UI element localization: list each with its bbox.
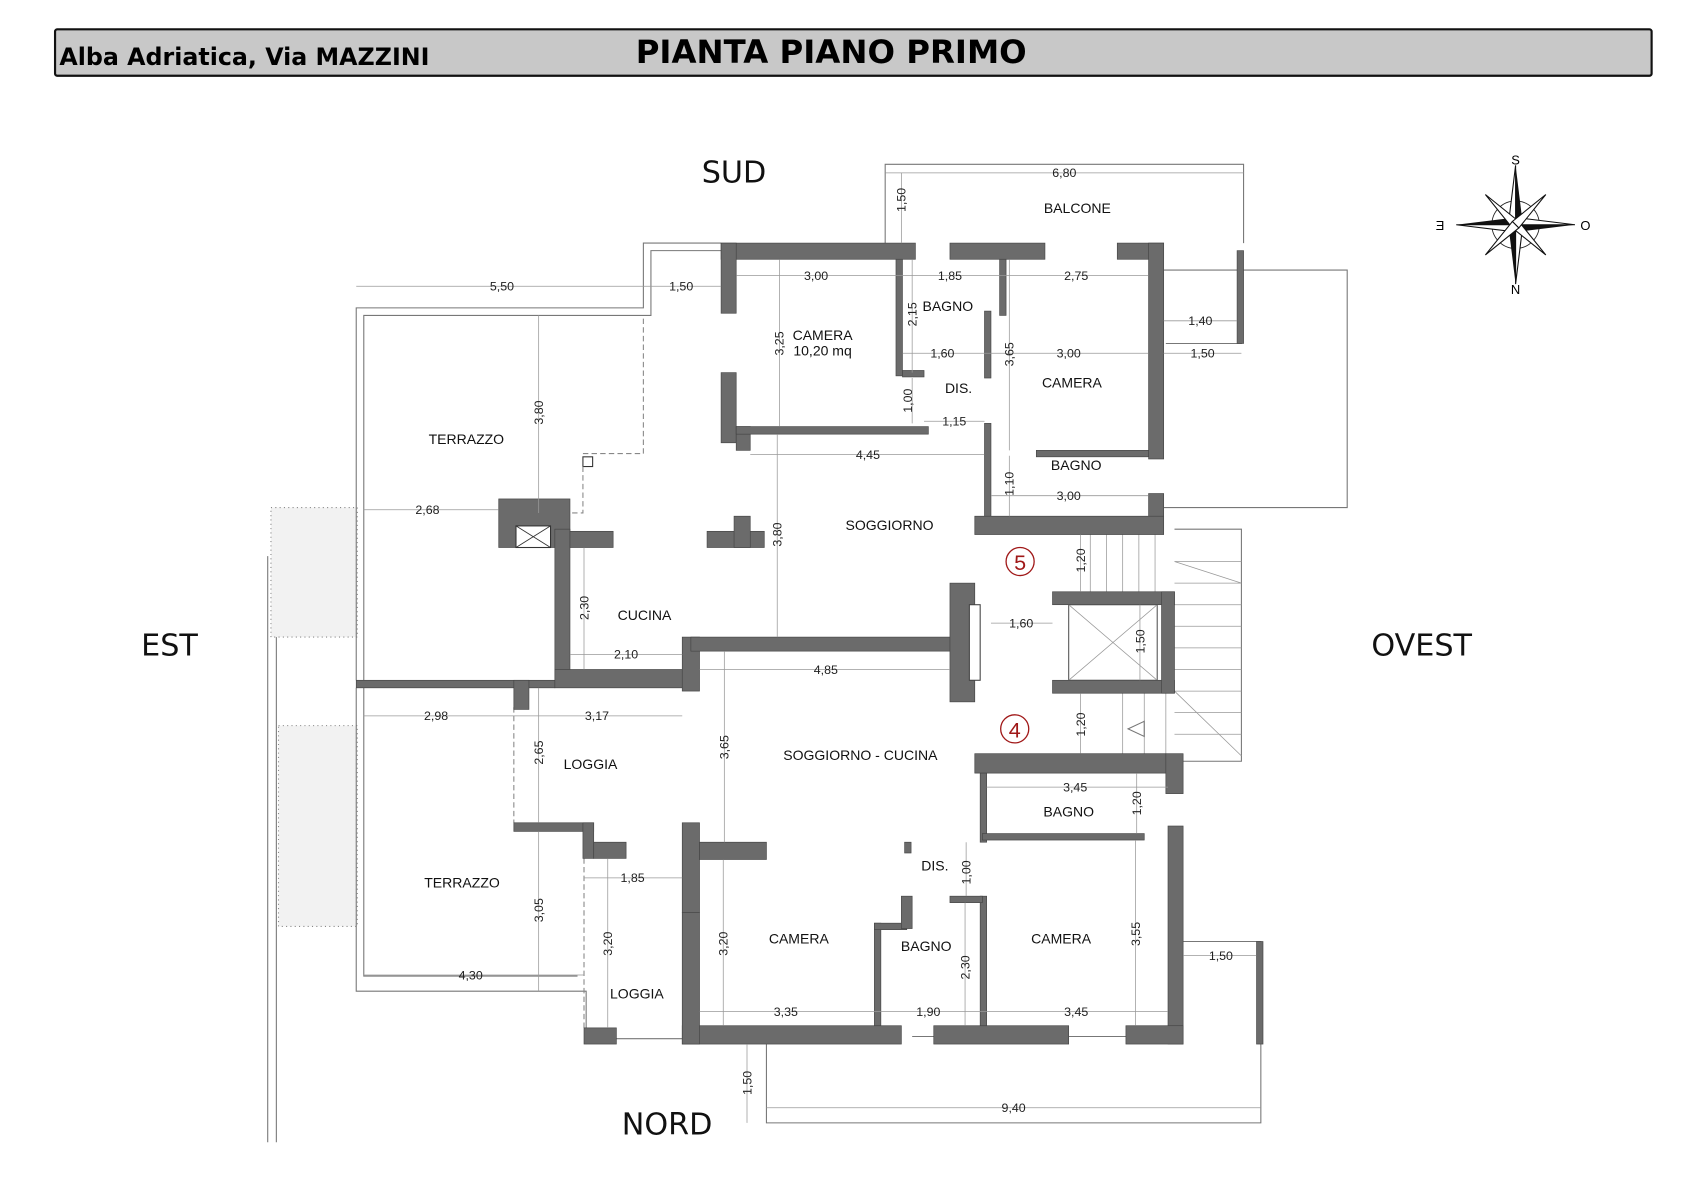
- dim-label: 1,50: [740, 1071, 754, 1095]
- dim-label: 3,20: [717, 932, 731, 956]
- page-title: PIANTA PIANO PRIMO: [636, 33, 1027, 71]
- room-labels: BALCONE CAMERA 10,20 mq BAGNO DIS. CAMER…: [424, 200, 1111, 1002]
- room-balcone: BALCONE: [1044, 200, 1111, 216]
- dim-label: 5,50: [490, 280, 514, 294]
- dim-label: 3,80: [532, 400, 546, 424]
- dim-label: 1,50: [1190, 347, 1214, 361]
- room-loggia-2: LOGGIA: [610, 986, 664, 1002]
- dim-label: 1,00: [901, 389, 915, 413]
- dim-label: 3,00: [1057, 347, 1081, 361]
- room-soggiorno: SOGGIORNO: [845, 517, 933, 533]
- dim-label: 4,85: [814, 663, 838, 677]
- room-camera-2: CAMERA: [1042, 375, 1103, 391]
- orientation-north: NORD: [622, 1108, 713, 1143]
- dim-label: 3,65: [718, 735, 732, 759]
- dim-label: 6,80: [1052, 166, 1076, 180]
- dim-label: 2,30: [577, 596, 591, 620]
- orientation-west: OVEST: [1371, 628, 1472, 663]
- dim-label: 1,50: [1133, 629, 1147, 653]
- dim-label: 2,30: [958, 955, 972, 979]
- dim-label: 1,20: [1074, 548, 1088, 572]
- dim-label: 1,20: [1074, 712, 1088, 736]
- compass-s: S: [1511, 152, 1520, 167]
- room-terrazzo-2: TERRAZZO: [424, 875, 500, 891]
- dim-label: 9,40: [1002, 1101, 1026, 1115]
- room-dis-2: DIS.: [921, 857, 948, 873]
- dim-label: 3,45: [1063, 780, 1087, 794]
- room-bagno-2: BAGNO: [1051, 457, 1102, 473]
- stair-marker-5: 5: [1014, 550, 1026, 575]
- dim-label: 1,20: [1130, 791, 1144, 815]
- dim-label: 3,25: [773, 331, 787, 355]
- dimension-labels-horizontal: 6,80 5,50 1,50 3,00 1,85 2,75 1,40 1,60 …: [415, 166, 1233, 1115]
- outlines: [267, 163, 1348, 1143]
- dim-label: 1,00: [959, 860, 973, 884]
- dim-label: 2,65: [532, 740, 546, 764]
- room-camera-1-area: 10,20 mq: [793, 342, 851, 358]
- room-cucina: CUCINA: [618, 607, 672, 623]
- room-bagno-4: BAGNO: [901, 938, 952, 954]
- dim-label: 3,45: [1064, 1005, 1088, 1019]
- staircase: 5 4: [1000, 528, 1242, 762]
- room-bagno-3: BAGNO: [1043, 803, 1094, 819]
- location-label: Alba Adriatica, Via MAZZINI: [59, 43, 429, 71]
- dim-label: 1,10: [1003, 472, 1017, 496]
- dim-label: 1,60: [1009, 616, 1033, 630]
- compass-e: E: [1435, 218, 1444, 233]
- dimension-labels-vertical: 1,50 2,15 3,25 3,65 1,00 3,80 1,10 3,80 …: [532, 188, 1147, 1095]
- room-soggiorno-cucina: SOGGIORNO - CUCINA: [783, 747, 938, 763]
- title-bar: Alba Adriatica, Via MAZZINI PIANTA PIANO…: [53, 28, 1653, 77]
- dim-label: 1,50: [669, 280, 693, 294]
- room-dis-1: DIS.: [945, 380, 972, 396]
- dim-label: 3,05: [532, 898, 546, 922]
- orientation-south: SUD: [702, 156, 767, 191]
- dimension-lines: [356, 172, 1261, 1123]
- compass-rose-icon: S O N E: [1435, 152, 1590, 297]
- compass-n: N: [1511, 282, 1520, 297]
- stair-marker-4: 4: [1009, 717, 1021, 742]
- dim-label: 2,98: [424, 709, 448, 723]
- room-terrazzo-1: TERRAZZO: [429, 431, 505, 447]
- dim-label: 3,00: [804, 269, 828, 283]
- dim-label: 1,90: [916, 1005, 940, 1019]
- dim-label: 1,50: [1209, 949, 1233, 963]
- room-camera-1: CAMERA: [793, 327, 854, 343]
- dim-label: 3,20: [601, 932, 615, 956]
- orientation-east: EST: [141, 628, 198, 663]
- dim-label: 4,30: [459, 968, 483, 982]
- dim-label: 3,17: [585, 709, 609, 723]
- dim-label: 4,45: [856, 448, 880, 462]
- dim-label: 3,00: [1057, 489, 1081, 503]
- dim-label: 2,75: [1064, 269, 1088, 283]
- room-bagno-1: BAGNO: [922, 298, 973, 314]
- dim-label: 1,85: [621, 871, 645, 885]
- dim-label: 1,60: [930, 347, 954, 361]
- dim-label: 2,15: [905, 302, 919, 326]
- walls: [355, 242, 1264, 1045]
- dim-label: 2,10: [614, 648, 638, 662]
- dim-label: 3,80: [771, 522, 785, 546]
- dim-label: 3,55: [1129, 922, 1143, 946]
- room-camera-4: CAMERA: [1031, 931, 1092, 947]
- dim-label: 1,15: [942, 415, 966, 429]
- dim-label: 3,35: [774, 1005, 798, 1019]
- room-loggia-1: LOGGIA: [564, 756, 618, 772]
- compass-o: O: [1580, 218, 1590, 233]
- dim-label: 1,50: [895, 188, 909, 212]
- dim-label: 3,65: [1003, 342, 1017, 366]
- room-camera-3: CAMERA: [769, 931, 830, 947]
- dim-label: 2,68: [415, 503, 439, 517]
- dim-label: 1,40: [1188, 314, 1212, 328]
- dim-label: 1,85: [938, 269, 962, 283]
